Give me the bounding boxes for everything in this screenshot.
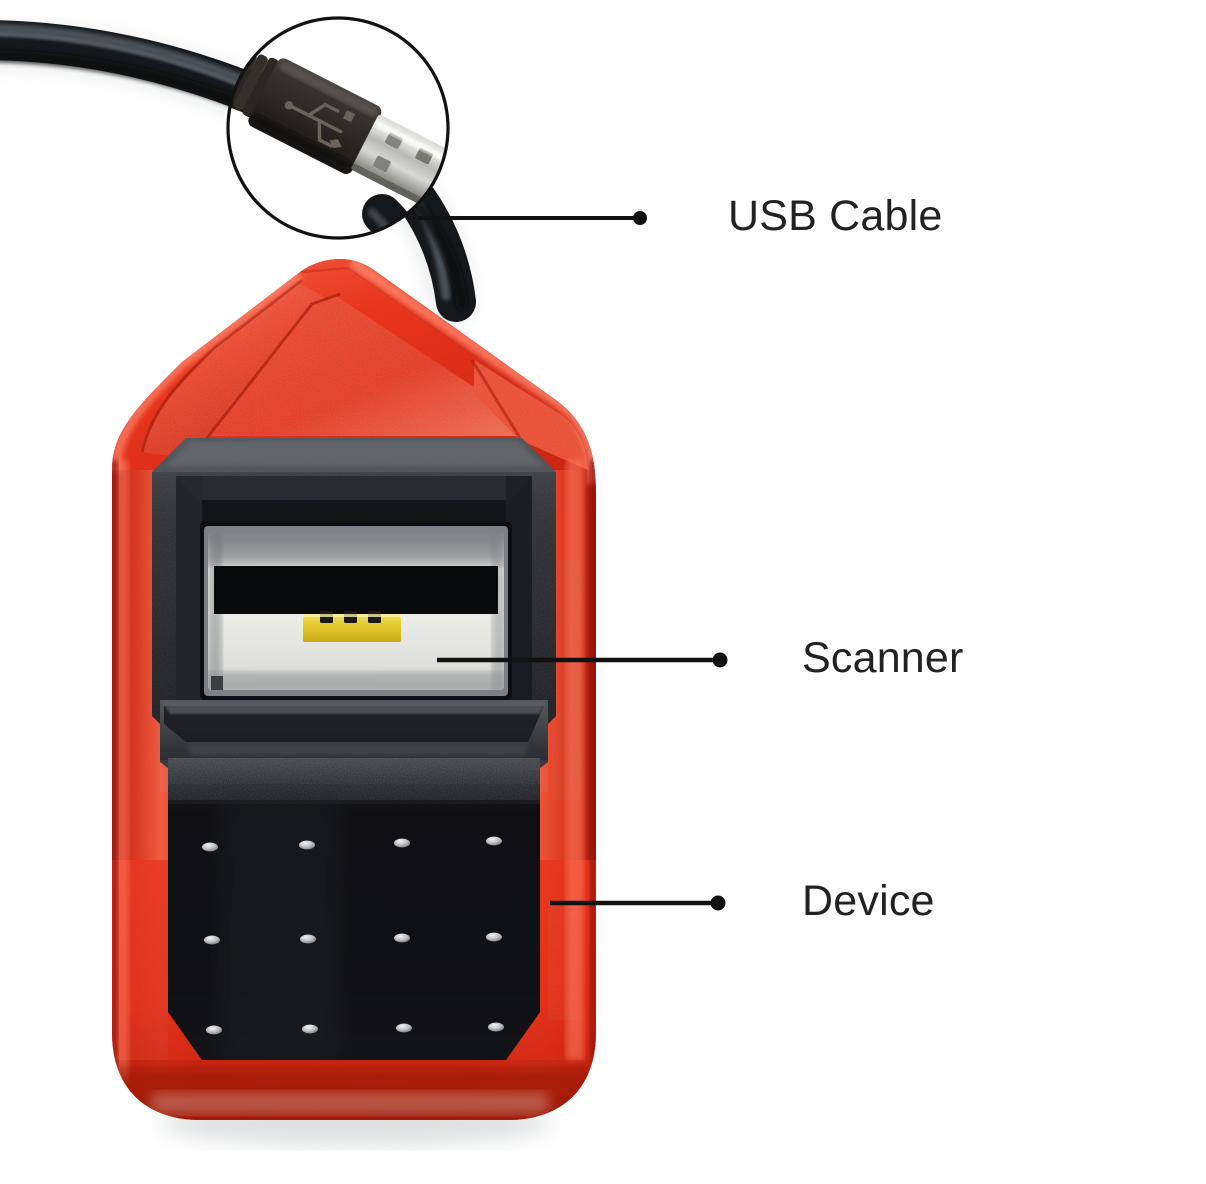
callout-label-usb-cable: USB Cable (728, 192, 943, 240)
callout-label-device: Device (802, 877, 935, 925)
leader-device (550, 895, 726, 911)
callout-leaders (418, 211, 728, 911)
front-panel-dot-grid (202, 836, 504, 1035)
device-front-panel (168, 758, 540, 1060)
leader-scanner (437, 652, 728, 668)
magnifier-ring (226, 16, 450, 240)
usb-trident-logo (284, 101, 356, 149)
leader-usb-cable (418, 211, 647, 225)
usb-plug-shell (248, 58, 382, 174)
scanner-black-bar (214, 566, 498, 614)
scanner-window (200, 522, 512, 700)
callout-label-scanner: Scanner (802, 634, 964, 682)
usb-connector-magnifier (226, 16, 450, 240)
